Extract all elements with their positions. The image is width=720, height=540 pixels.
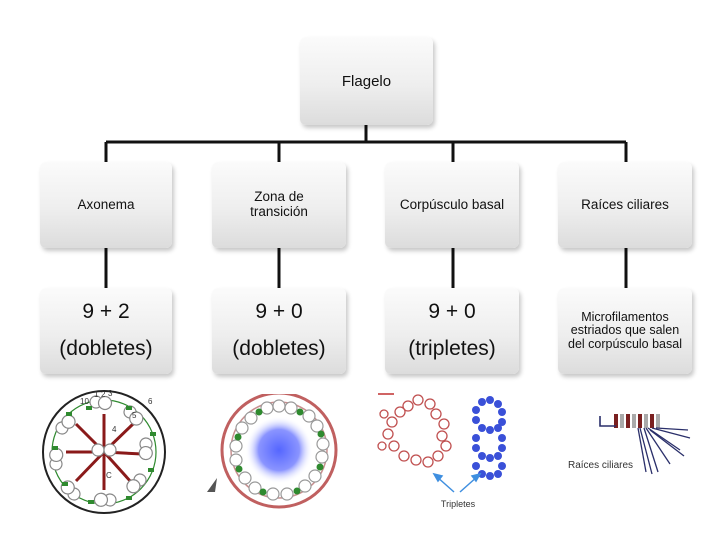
node-axonema-label: Axonema bbox=[77, 196, 135, 212]
axonema-number-4: 4 bbox=[112, 425, 117, 434]
detail-axonema-type: (dobletes) bbox=[59, 337, 153, 360]
root-node: Flagelo bbox=[300, 37, 433, 125]
node-raices-ciliares-label: Raíces ciliares bbox=[581, 196, 669, 212]
detail-corpusculo-type: (tripletes) bbox=[408, 337, 496, 360]
detail-zona-formula: 9 + 0 bbox=[255, 300, 303, 324]
node-corpusculo-basal-label: Corpúsculo basal bbox=[399, 196, 505, 212]
axonema-number-10: 10 bbox=[80, 397, 89, 406]
detail-raices-text: Microfilamentos estriados que salen del … bbox=[568, 309, 682, 351]
node-corpusculo-basal: Corpúsculo basal bbox=[385, 162, 519, 248]
transition-zone-image bbox=[207, 394, 338, 509]
node-zona-transicion: Zona de transición bbox=[212, 162, 346, 248]
node-axonema: Axonema bbox=[40, 162, 172, 248]
axonema-number-5: 5 bbox=[132, 411, 137, 420]
ciliary-roots-label: Raíces ciliares bbox=[568, 460, 633, 471]
root-label: Flagelo bbox=[341, 72, 392, 90]
axonema-number-1: 1 bbox=[94, 390, 99, 399]
axonema-number-2: 2 bbox=[101, 390, 106, 399]
axonema-number-c: C bbox=[106, 471, 112, 480]
detail-corpusculo-basal: 9 + 0 (tripletes) bbox=[385, 288, 519, 374]
detail-axonema-formula: 9 + 2 bbox=[82, 300, 130, 324]
axonema-cross-section-image: 10 1 2 3 6 5 4 C bbox=[42, 389, 166, 514]
axonema-number-3: 3 bbox=[108, 389, 113, 398]
node-zona-transicion-label: Zona de transición bbox=[250, 189, 308, 219]
basal-body-triplets-image: Tripletes bbox=[377, 393, 506, 509]
axonema-number-6: 6 bbox=[148, 397, 153, 406]
node-raices-ciliares: Raíces ciliares bbox=[558, 162, 692, 248]
detail-corpusculo-formula: 9 + 0 bbox=[428, 300, 476, 324]
detail-zona-type: (dobletes) bbox=[232, 337, 326, 360]
ciliary-roots-image: Raíces ciliares bbox=[568, 414, 691, 475]
triplets-label: Tripletes bbox=[441, 499, 476, 509]
detail-raices-ciliares: Microfilamentos estriados que salen del … bbox=[558, 288, 692, 374]
detail-zona-transicion: 9 + 0 (dobletes) bbox=[212, 288, 346, 374]
detail-axonema: 9 + 2 (dobletes) bbox=[40, 288, 172, 374]
